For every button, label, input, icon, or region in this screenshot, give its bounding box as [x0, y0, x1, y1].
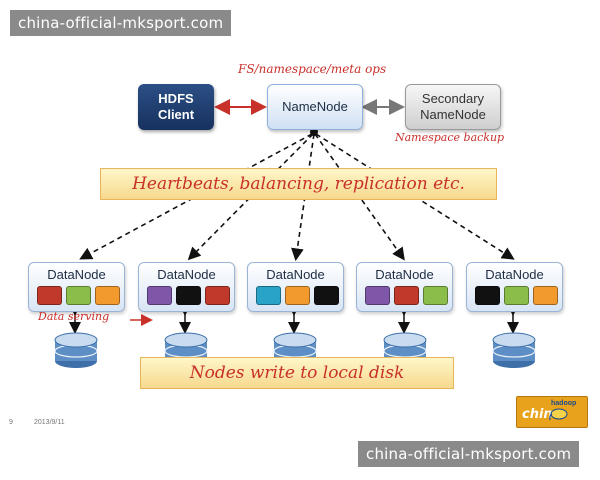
hdfs-client-line2: Client — [157, 107, 195, 122]
datanode-label: DataNode — [157, 267, 216, 282]
data-serving-annotation: Data serving — [38, 310, 110, 323]
heartbeat-arrow-5 — [315, 133, 515, 260]
watermark-bottom: china-official-mksport.com — [358, 441, 580, 467]
data-block — [394, 286, 419, 305]
data-block — [147, 286, 172, 305]
disk-icon — [492, 332, 536, 368]
data-block — [504, 286, 529, 305]
slide-page-number: 9 — [9, 419, 13, 426]
datanode-label: DataNode — [47, 267, 106, 282]
data-block — [205, 286, 230, 305]
heartbeat-arrow-3 — [291, 133, 315, 262]
data-block — [475, 286, 500, 305]
heartbeats-banner: Heartbeats, balancing, replication etc. — [100, 168, 497, 200]
datanode-2: DataNode — [138, 262, 235, 312]
logo-subtext: hadoop — [551, 400, 577, 407]
data-block — [176, 286, 201, 305]
logo-text: china — [522, 407, 562, 422]
data-block — [533, 286, 558, 305]
data-block — [365, 286, 390, 305]
data-block — [66, 286, 91, 305]
data-block — [285, 286, 310, 305]
datanode-4: DataNode — [356, 262, 453, 312]
fs-ops-annotation: FS/namespace/meta ops — [238, 62, 387, 76]
datanode-5: DataNode — [466, 262, 563, 312]
namespace-backup-annotation: Namespace backup — [395, 131, 505, 144]
watermark-top: china-official-mksport.com — [10, 10, 232, 36]
data-block — [95, 286, 120, 305]
slide-date: 2013/9/11 — [34, 419, 65, 426]
disk-icon — [54, 332, 98, 368]
namenode-label: NameNode — [282, 99, 348, 114]
data-block — [423, 286, 448, 305]
elephant-icon — [549, 408, 568, 421]
datanode-label: DataNode — [375, 267, 434, 282]
heartbeat-arrow-2 — [187, 133, 314, 261]
datanode-1: DataNode — [28, 262, 125, 312]
secondary-namenode-box: Secondary NameNode — [405, 84, 501, 130]
hdfs-client-box: HDFS Client — [138, 84, 214, 130]
hdfs-client-line1: HDFS — [158, 91, 194, 106]
data-block — [37, 286, 62, 305]
local-disk-banner: Nodes write to local disk — [140, 357, 454, 389]
secondary-namenode-line2: NameNode — [420, 107, 486, 122]
china-hadoop-logo: china hadoop — [516, 396, 588, 428]
datanode-label: DataNode — [485, 267, 544, 282]
datanode-label: DataNode — [266, 267, 325, 282]
data-block — [256, 286, 281, 305]
data-block — [314, 286, 339, 305]
datanode-3: DataNode — [247, 262, 344, 312]
namenode-box: NameNode — [267, 84, 363, 130]
secondary-namenode-line1: Secondary — [421, 91, 485, 106]
